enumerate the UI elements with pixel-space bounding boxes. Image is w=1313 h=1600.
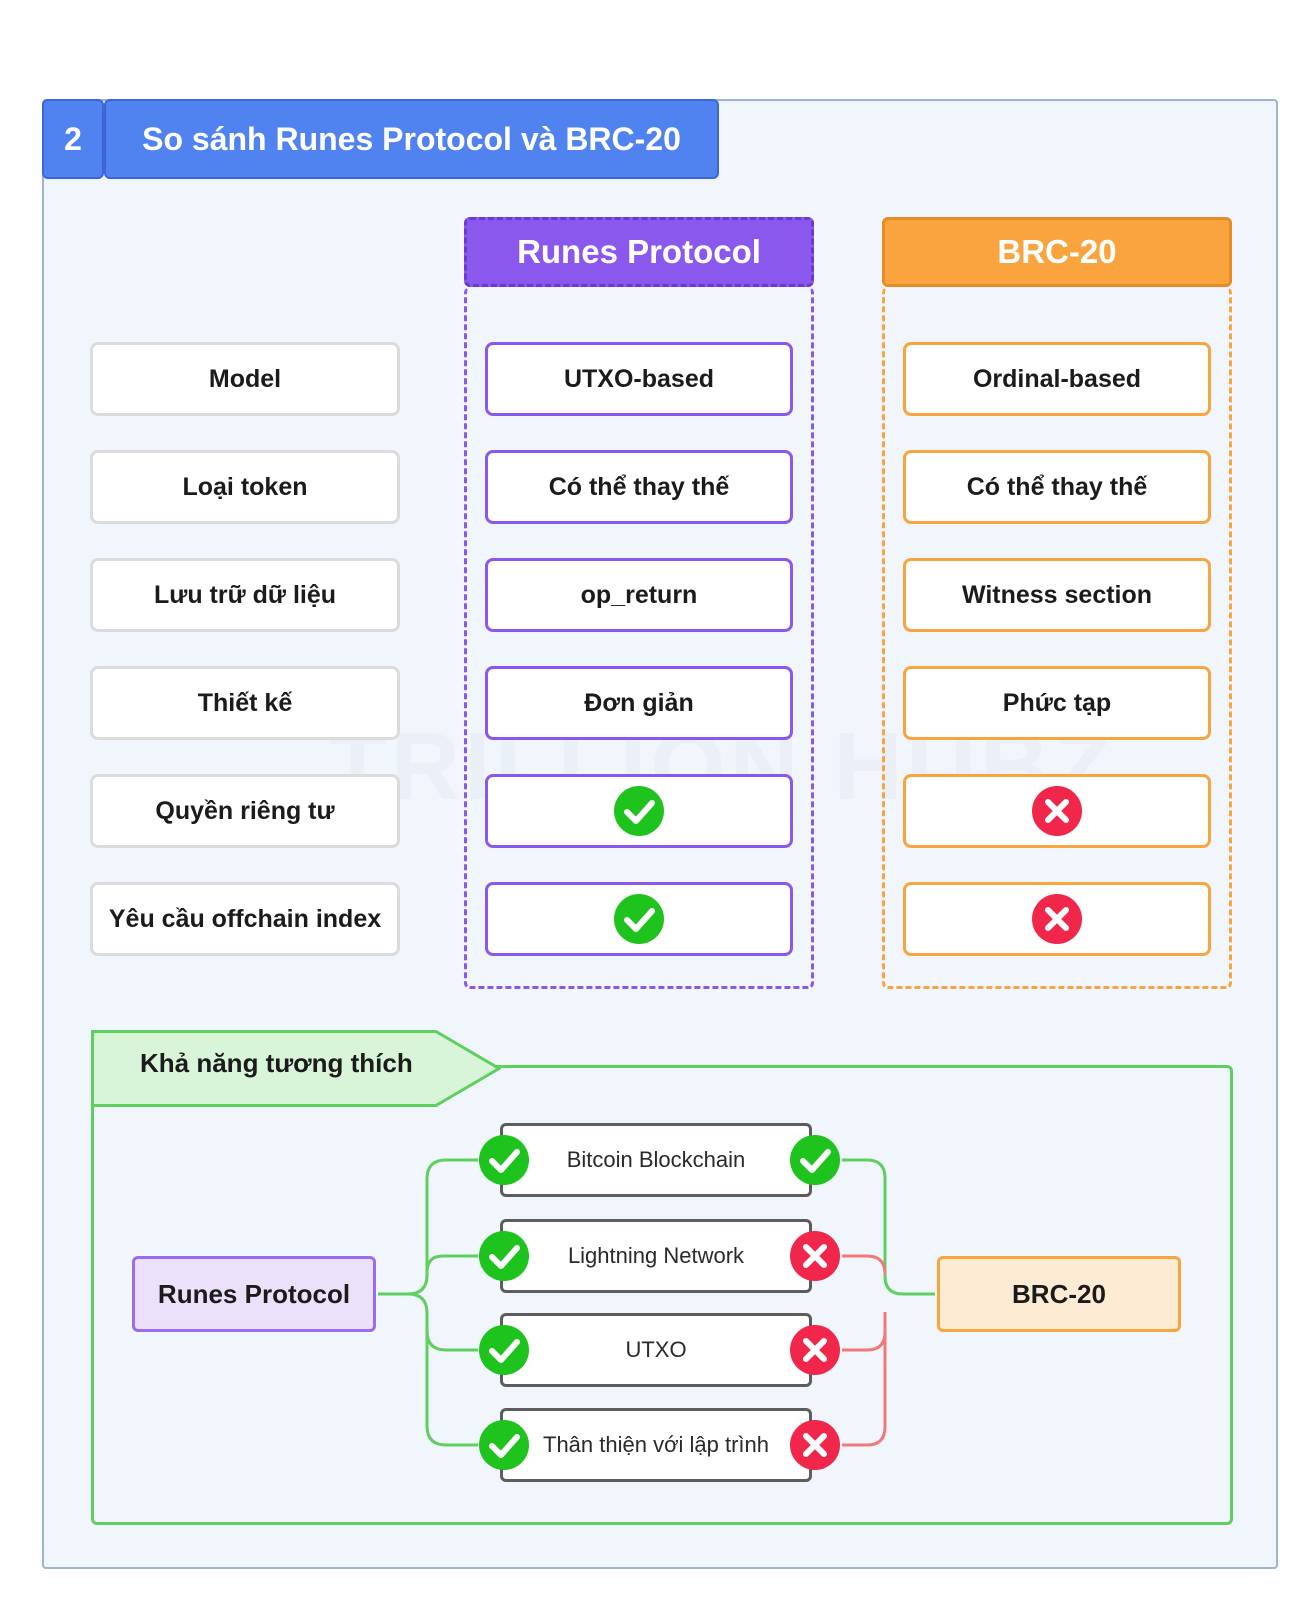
runes-column-header: Runes Protocol	[464, 217, 814, 287]
row-label-offchain-index: Yêu cầu offchain index	[90, 882, 400, 956]
check-icon	[479, 1325, 529, 1375]
cross-icon	[790, 1325, 840, 1375]
cross-icon	[790, 1231, 840, 1281]
section-number: 2	[42, 99, 104, 179]
brc-column-header: BRC-20	[882, 217, 1232, 287]
cross-icon	[790, 1420, 840, 1470]
check-icon	[614, 894, 664, 944]
brc-cell-offchain-index	[903, 882, 1211, 956]
row-label-privacy: Quyền riêng tư	[90, 774, 400, 848]
brc-cell-privacy	[903, 774, 1211, 848]
check-icon	[479, 1231, 529, 1281]
check-icon	[790, 1135, 840, 1185]
feature-lightning-network: Lightning Network	[500, 1219, 812, 1293]
check-icon	[479, 1420, 529, 1470]
compat-node-brc: BRC-20	[937, 1256, 1181, 1332]
compat-node-runes: Runes Protocol	[132, 1256, 376, 1332]
compatibility-box	[91, 1065, 1233, 1525]
brc-cell-design: Phức tạp	[903, 666, 1211, 740]
runes-cell-model: UTXO-based	[485, 342, 793, 416]
compatibility-tab	[91, 1030, 501, 1107]
check-icon	[614, 786, 664, 836]
section-title: So sánh Runes Protocol và BRC-20	[104, 99, 719, 179]
row-label-design: Thiết kế	[90, 666, 400, 740]
brc-cell-token-type: Có thể thay thế	[903, 450, 1211, 524]
row-label-data-storage: Lưu trữ dữ liệu	[90, 558, 400, 632]
row-label-model: Model	[90, 342, 400, 416]
check-icon	[479, 1135, 529, 1185]
runes-cell-data-storage: op_return	[485, 558, 793, 632]
runes-cell-offchain-index	[485, 882, 793, 956]
cross-icon	[1032, 894, 1082, 944]
cross-icon	[1032, 786, 1082, 836]
row-label-token-type: Loại token	[90, 450, 400, 524]
brc-cell-data-storage: Witness section	[903, 558, 1211, 632]
brc-column-frame	[882, 287, 1232, 989]
brc-cell-model: Ordinal-based	[903, 342, 1211, 416]
runes-cell-design: Đơn giản	[485, 666, 793, 740]
feature-programmability: Thân thiện với lập trình	[500, 1408, 812, 1482]
compatibility-title: Khả năng tương thích	[140, 1048, 413, 1078]
runes-cell-token-type: Có thể thay thế	[485, 450, 793, 524]
runes-column-frame	[464, 287, 814, 989]
feature-utxo: UTXO	[500, 1313, 812, 1387]
runes-cell-privacy	[485, 774, 793, 848]
feature-bitcoin-blockchain: Bitcoin Blockchain	[500, 1123, 812, 1197]
